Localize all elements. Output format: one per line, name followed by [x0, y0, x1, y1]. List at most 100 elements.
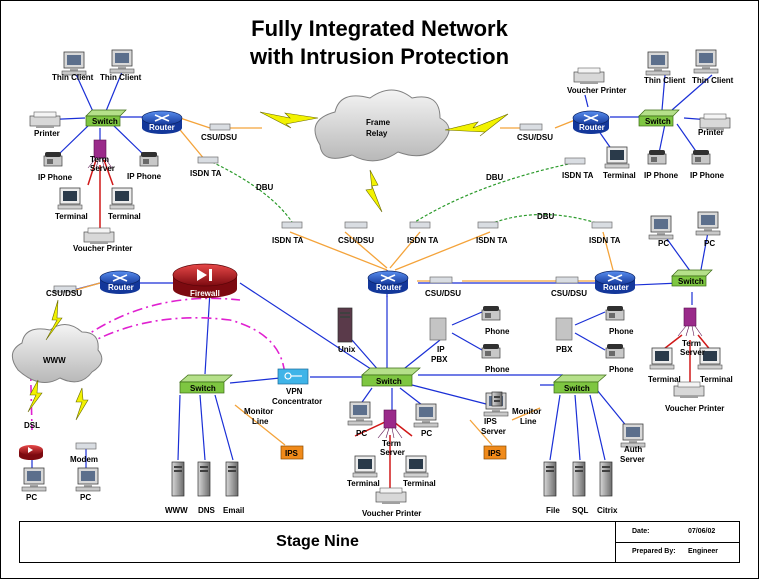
label-line-2: Line	[520, 417, 537, 426]
label-unix: Unix	[338, 345, 356, 354]
svg-text:Switch: Switch	[678, 277, 704, 286]
dsl-router[interactable]	[19, 445, 43, 460]
frame-relay-cloud: Frame Relay	[314, 89, 450, 162]
computer-icon	[403, 455, 429, 478]
ips-label-right: IPS	[488, 449, 502, 458]
date-value: 07/06/02	[688, 528, 716, 535]
server-icon	[491, 391, 503, 407]
label-www-server: WWW	[165, 506, 188, 515]
label-auth: Auth	[624, 445, 642, 454]
term-servers	[87, 139, 703, 439]
phone-icon	[605, 306, 625, 321]
router-right[interactable]: Router	[594, 270, 636, 294]
label-isdn-ta-4: ISDN TA	[407, 236, 439, 245]
label-terminal-4: Terminal	[648, 375, 681, 384]
label-csu-dsu-4: CSU/DSU	[425, 289, 461, 298]
server-icon	[599, 461, 613, 497]
router-core[interactable]: Router	[367, 270, 409, 294]
label-ip: IP	[437, 345, 445, 354]
label-vpn-2: Concentrator	[272, 397, 322, 406]
computer-icon	[649, 347, 675, 370]
svg-text:Router: Router	[149, 123, 175, 132]
router-top-left[interactable]: Router	[141, 110, 183, 134]
switch-right[interactable]: Switch	[671, 269, 713, 287]
label-pc-6: PC	[80, 493, 91, 502]
servers	[171, 307, 613, 497]
label-voucher-printer-3: Voucher Printer	[665, 404, 724, 413]
svg-text:Switch: Switch	[645, 117, 671, 126]
label-isdn-ta-3: ISDN TA	[272, 236, 304, 245]
label-citrix: Citrix	[597, 506, 618, 515]
label-modem: Modem	[70, 455, 98, 464]
switch-dmz[interactable]: Switch	[179, 374, 233, 394]
dbu-links	[211, 161, 601, 225]
label-ip-phone-2: IP Phone	[127, 172, 162, 181]
label-term-3: Term	[682, 339, 701, 348]
label-monitor-1: Monitor	[244, 407, 273, 416]
label-isdn-ta-2: ISDN TA	[562, 171, 594, 180]
ips-units[interactable]: IPS IPS	[280, 445, 507, 460]
label-pbx-2: PBX	[556, 345, 573, 354]
prepared-value: Engineer	[688, 548, 718, 555]
server-icon	[543, 461, 557, 497]
routers[interactable]: Router Router Router Router	[99, 110, 636, 294]
label-terminal-5: Terminal	[700, 375, 733, 384]
frame-relay-label-2: Relay	[366, 129, 388, 138]
svg-text:Router: Router	[579, 123, 605, 132]
label-pc-3: PC	[356, 429, 367, 438]
label-terminal-7: Terminal	[403, 479, 436, 488]
svg-text:Firewall: Firewall	[190, 289, 220, 298]
computer-icon	[413, 403, 439, 428]
label-thin-client-2: Thin Client	[100, 73, 142, 82]
label-pc-2: PC	[704, 239, 715, 248]
label-phone-3: Phone	[609, 327, 634, 336]
label-server-3: Server	[680, 348, 705, 357]
label-line-1: Line	[252, 417, 269, 426]
switch-top-left[interactable]: Switch	[85, 109, 127, 127]
svg-text:Switch: Switch	[190, 384, 216, 393]
label-csu-dsu-3: CSU/DSU	[338, 236, 374, 245]
label-csu-dsu-1: CSU/DSU	[201, 133, 237, 142]
firewall[interactable]: Firewall	[172, 263, 238, 298]
diagram-title-line1: Fully Integrated Network	[251, 16, 508, 41]
label-dsl: DSL	[24, 421, 40, 430]
server-icon	[197, 461, 211, 497]
label-csu-dsu-6: CSU/DSU	[46, 289, 82, 298]
computer-icon	[61, 51, 87, 76]
label-voucher-printer-4: Voucher Printer	[362, 509, 421, 518]
switch-core[interactable]: Switch	[361, 367, 421, 387]
vpn-concentrator[interactable]	[277, 368, 309, 385]
label-ips-server-2: Server	[481, 427, 506, 436]
label-csu-dsu-5: CSU/DSU	[551, 289, 587, 298]
label-pbx-1: PBX	[431, 355, 448, 364]
label-thin-client-1: Thin Client	[52, 73, 94, 82]
computer-icon	[57, 187, 83, 210]
computer-icon	[620, 423, 646, 448]
switches[interactable]: Switch Switch Switch Switch Switch Switc…	[85, 109, 713, 394]
server-icon	[337, 307, 353, 343]
www-cloud: WWW	[11, 324, 103, 383]
router-top-right[interactable]: Router	[572, 110, 610, 134]
server-icon	[225, 461, 239, 497]
switch-top-right[interactable]: Switch	[638, 109, 680, 127]
label-dbu-2: DBU	[486, 173, 504, 182]
server-icon	[171, 461, 185, 497]
computer-icon	[697, 347, 723, 370]
www-label: WWW	[43, 356, 66, 365]
frame-relay-label-1: Frame	[366, 118, 391, 127]
printer-icon	[673, 381, 705, 398]
stage-label: Stage Nine	[20, 522, 616, 562]
prepared-cell: Prepared By: Engineer	[616, 542, 739, 562]
computer-icon	[21, 467, 47, 492]
label-email: Email	[223, 506, 244, 515]
computer-icon	[604, 146, 630, 169]
label-pc-5: PC	[26, 493, 37, 502]
printers	[29, 67, 731, 504]
printer-icon	[83, 227, 115, 244]
router-left[interactable]: Router	[99, 270, 141, 294]
switch-server[interactable]: Switch	[553, 374, 607, 394]
label-printer-2: Printer	[698, 128, 724, 137]
label-vpn-1: VPN	[286, 387, 303, 396]
